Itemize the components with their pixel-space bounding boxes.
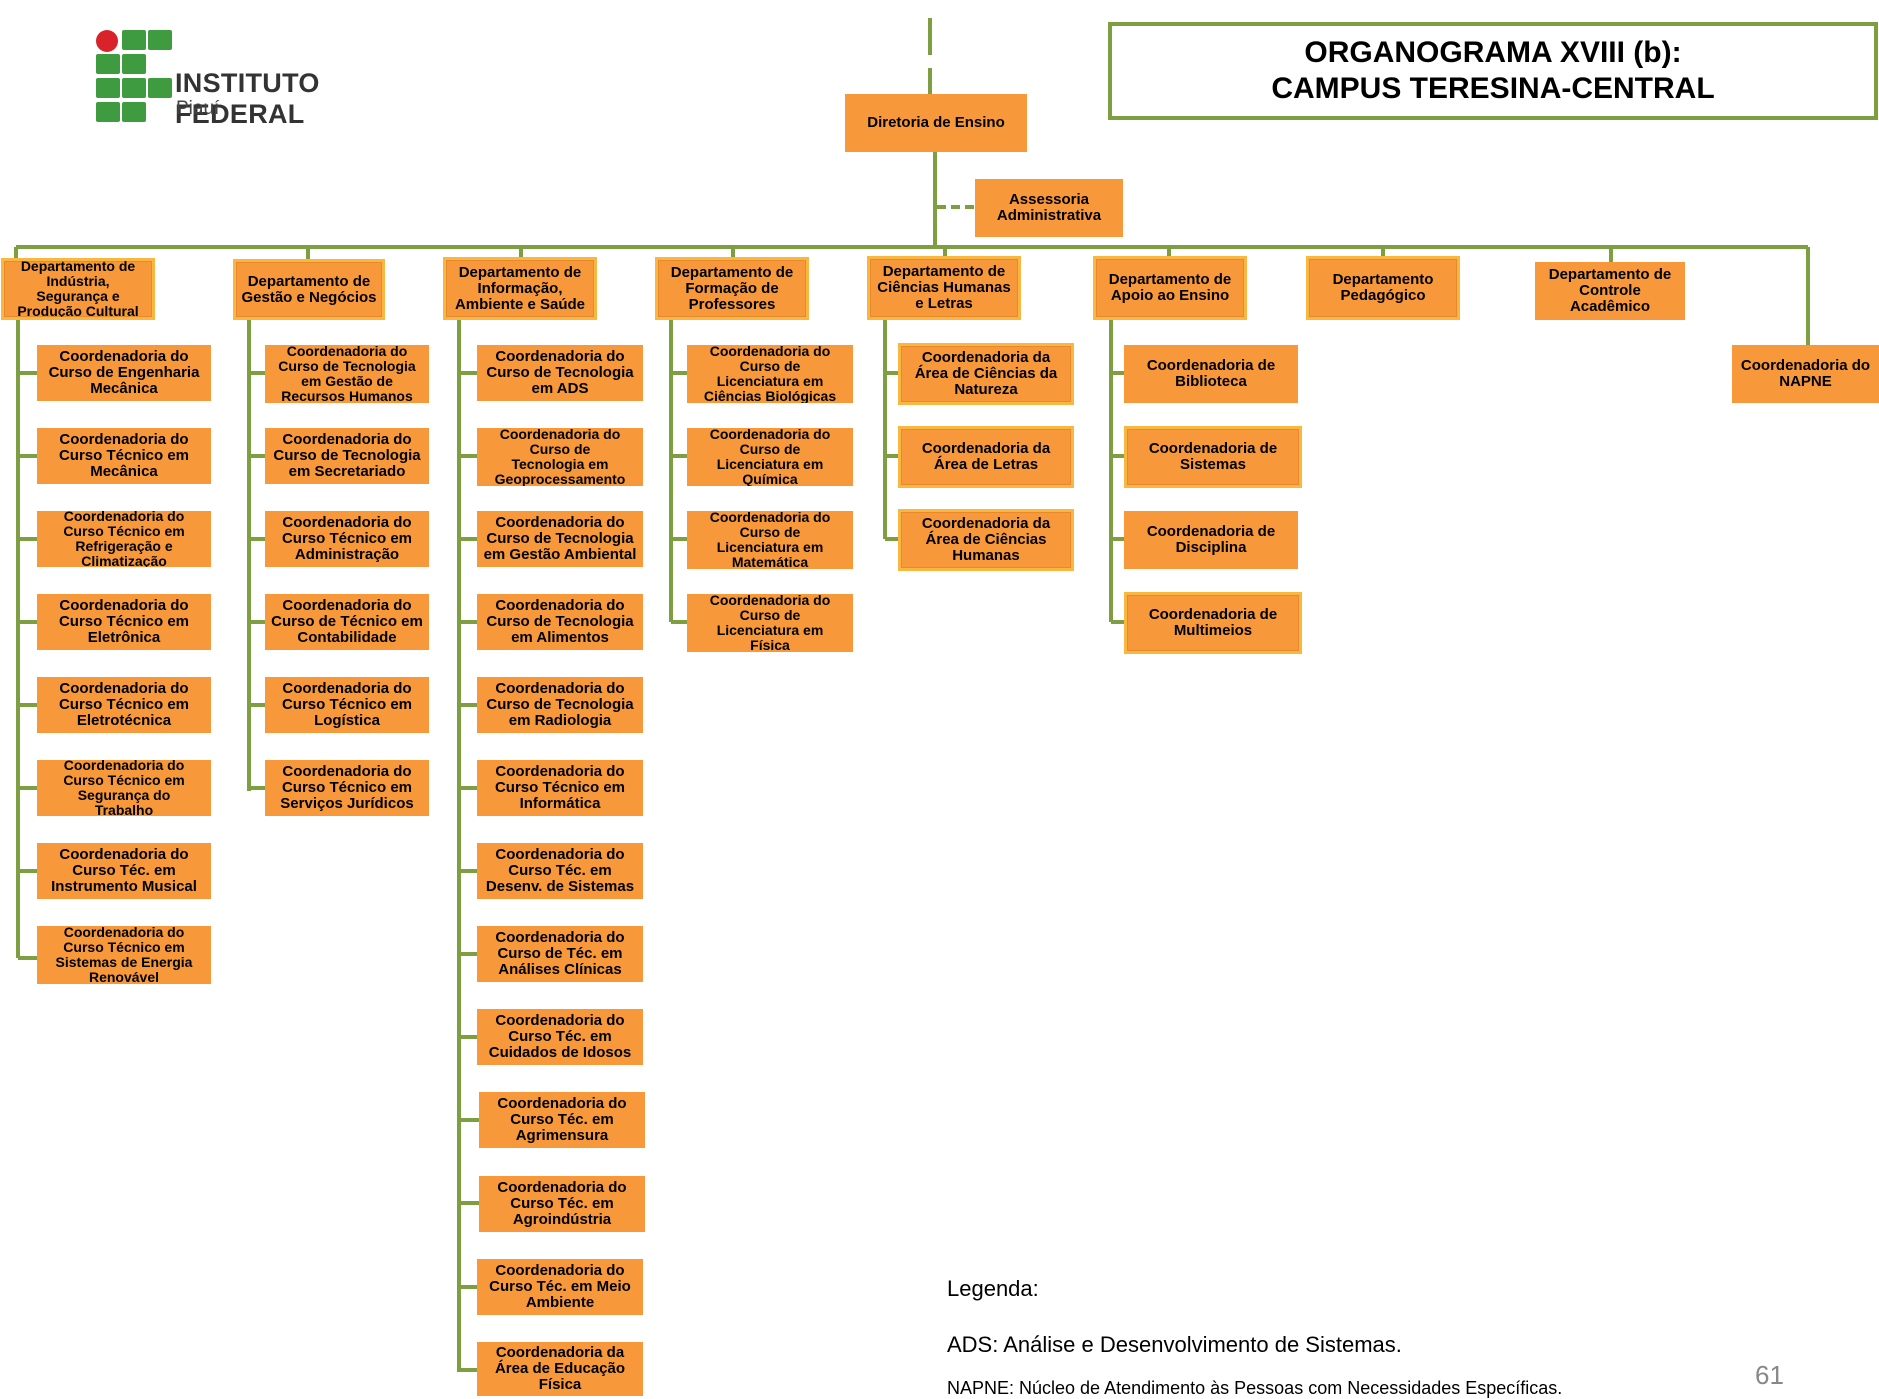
coord-box[interactable]: Coordenadoria de Multimeios — [1124, 592, 1302, 654]
logo-square — [122, 54, 146, 74]
coord-box[interactable]: Coordenadoria do Curso de Engenharia Mec… — [37, 345, 211, 401]
logo-square — [148, 30, 172, 50]
logo-square — [122, 78, 146, 98]
page-number: 61 — [1755, 1360, 1784, 1390]
coord-box[interactable]: Coordenadoria da Área de Ciências Humana… — [898, 509, 1074, 571]
coord-box[interactable]: Coordenadoria do Curso Técnico em Serviç… — [265, 760, 429, 816]
coord-napne[interactable]: Coordenadoria do NAPNE — [1732, 345, 1879, 403]
coord-box[interactable]: Coordenadoria do Curso Téc. em Instrumen… — [37, 843, 211, 899]
legend-title: Legenda: — [947, 1276, 1039, 1301]
legend-ads: ADS: Análise e Desenvolvimento de Sistem… — [947, 1332, 1402, 1357]
logo-subtitle: Piauí — [176, 98, 220, 119]
coord-box[interactable]: Coordenadoria do Curso Téc. em Meio Ambi… — [477, 1259, 643, 1315]
dept-industria[interactable]: Departamento de Indústria, Segurança e P… — [1, 258, 155, 320]
logo-square — [96, 78, 120, 98]
coord-box[interactable]: Coordenadoria do Curso de Tecnologia em … — [265, 345, 429, 403]
coord-box[interactable]: Coordenadoria da Área de Letras — [898, 426, 1074, 488]
coord-box[interactable]: Coordenadoria de Biblioteca — [1124, 345, 1298, 403]
coord-box[interactable]: Coordenadoria da Área de Educação Física — [477, 1342, 643, 1396]
coord-box[interactable]: Coordenadoria do Curso de Tecnologia em … — [477, 677, 643, 733]
logo-square — [96, 102, 120, 122]
dept-ciencias-humanas-letras[interactable]: Departamento de Ciências Humanas e Letra… — [867, 256, 1021, 320]
coord-box[interactable]: Coordenadoria do Curso Técnico em Logíst… — [265, 677, 429, 733]
coord-box[interactable]: Coordenadoria do Curso Técnico em Mecâni… — [37, 428, 211, 484]
coord-box[interactable]: Coordenadoria do Curso Técnico em Eletrô… — [37, 594, 211, 650]
legend-napne: NAPNE: Núcleo de Atendimento às Pessoas … — [947, 1378, 1563, 1398]
coord-box[interactable]: Coordenadoria do Curso de Licenciatura e… — [687, 345, 853, 403]
coord-box[interactable]: Coordenadoria do Curso de Tecnologia em … — [477, 345, 643, 401]
dept-gestao-negocios[interactable]: Departamento de Gestão e Negócios — [233, 259, 385, 320]
coord-box[interactable]: Coordenadoria do Curso Téc. em Agrimensu… — [479, 1092, 645, 1148]
dept-pedagogico[interactable]: Departamento Pedagógico — [1306, 256, 1460, 320]
coord-box[interactable]: Coordenadoria do Curso Técnico em Refrig… — [37, 511, 211, 567]
dept-apoio-ensino[interactable]: Departamento de Apoio ao Ensino — [1093, 256, 1247, 320]
coord-box[interactable]: Coordenadoria da Área de Ciências da Nat… — [898, 343, 1074, 405]
logo-square — [96, 54, 120, 74]
title-line-2: CAMPUS TERESINA-CENTRAL — [1271, 72, 1715, 105]
coord-box[interactable]: Coordenadoria do Curso de Téc. em Anális… — [477, 926, 643, 982]
dept-controle-academico[interactable]: Departamento de Controle Acadêmico — [1535, 262, 1685, 320]
coord-box[interactable]: Coordenadoria do Curso de Licenciatura e… — [687, 511, 853, 569]
coord-box[interactable]: Coordenadoria do Curso de Tecnologia em … — [477, 428, 643, 486]
coord-box[interactable]: Coordenadoria do Curso Téc. em Desenv. d… — [477, 843, 643, 899]
coord-box[interactable]: Coordenadoria de Disciplina — [1124, 511, 1298, 569]
logo-square — [148, 78, 172, 98]
coord-box[interactable]: Coordenadoria do Curso Téc. em Agroindús… — [479, 1176, 645, 1232]
coord-box[interactable]: Coordenadoria do Curso de Licenciatura e… — [687, 428, 853, 486]
coord-box[interactable]: Coordenadoria do Curso de Licenciatura e… — [687, 594, 853, 652]
coord-box[interactable]: Coordenadoria do Curso de Tecnologia em … — [477, 511, 643, 567]
node-assessoria-administrativa[interactable]: Assessoria Administrativa — [975, 179, 1123, 237]
title-line-1: ORGANOGRAMA XVIII (b): — [1304, 36, 1682, 69]
coord-box[interactable]: Coordenadoria do Curso Técnico em Eletro… — [37, 677, 211, 733]
coord-box[interactable]: Coordenadoria do Curso Téc. em Cuidados … — [477, 1009, 643, 1065]
coord-box[interactable]: Coordenadoria do Curso Técnico em Sistem… — [37, 926, 211, 984]
coord-box[interactable]: Coordenadoria de Sistemas — [1124, 426, 1302, 488]
coord-box[interactable]: Coordenadoria do Curso de Tecnologia em … — [265, 428, 429, 484]
coord-box[interactable]: Coordenadoria do Curso Técnico em Segura… — [37, 760, 211, 816]
dept-formacao-professores[interactable]: Departamento de Formação de Professores — [655, 257, 809, 320]
coord-box[interactable]: Coordenadoria do Curso Técnico em Admini… — [265, 511, 429, 567]
coord-box[interactable]: Coordenadoria do Curso de Técnico em Con… — [265, 594, 429, 650]
node-diretoria-ensino[interactable]: Diretoria de Ensino — [845, 94, 1027, 152]
logo-square — [122, 30, 146, 50]
dept-informacao-ambiente-saude[interactable]: Departamento de Informação, Ambiente e S… — [443, 257, 597, 320]
title-box: ORGANOGRAMA XVIII (b): CAMPUS TERESINA-C… — [1108, 22, 1878, 120]
institute-logo: INSTITUTO FEDERAL Piauí — [95, 30, 455, 129]
logo-name: INSTITUTO FEDERAL — [175, 68, 320, 129]
logo-square — [122, 102, 146, 122]
coord-box[interactable]: Coordenadoria do Curso de Tecnologia em … — [477, 594, 643, 650]
coord-box[interactable]: Coordenadoria do Curso Técnico em Inform… — [477, 760, 643, 816]
logo-red-dot — [96, 30, 118, 52]
